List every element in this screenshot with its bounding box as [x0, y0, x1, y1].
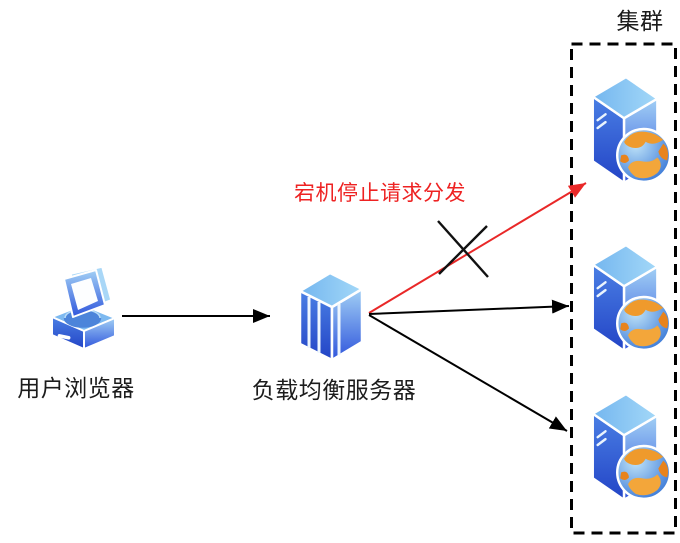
cluster-web-server-3-icon: [581, 386, 675, 504]
cluster-label: 集群: [616, 8, 664, 34]
user-browser-computer-icon: [44, 266, 124, 354]
arrow-load-balancer-to-server-2: [368, 299, 570, 315]
load-balancer-server-tower-icon: [294, 267, 374, 362]
cluster-web-server-1-icon: [581, 69, 675, 187]
load-balancer-label: 负载均衡服务器: [251, 377, 417, 403]
user-browser-label: 用户浏览器: [17, 375, 135, 401]
downtime-annotation-text: 宕机停止请求分发: [294, 182, 466, 205]
cluster-web-server-2-icon: [581, 237, 675, 355]
crossed-out-x-mark: [437, 220, 489, 278]
